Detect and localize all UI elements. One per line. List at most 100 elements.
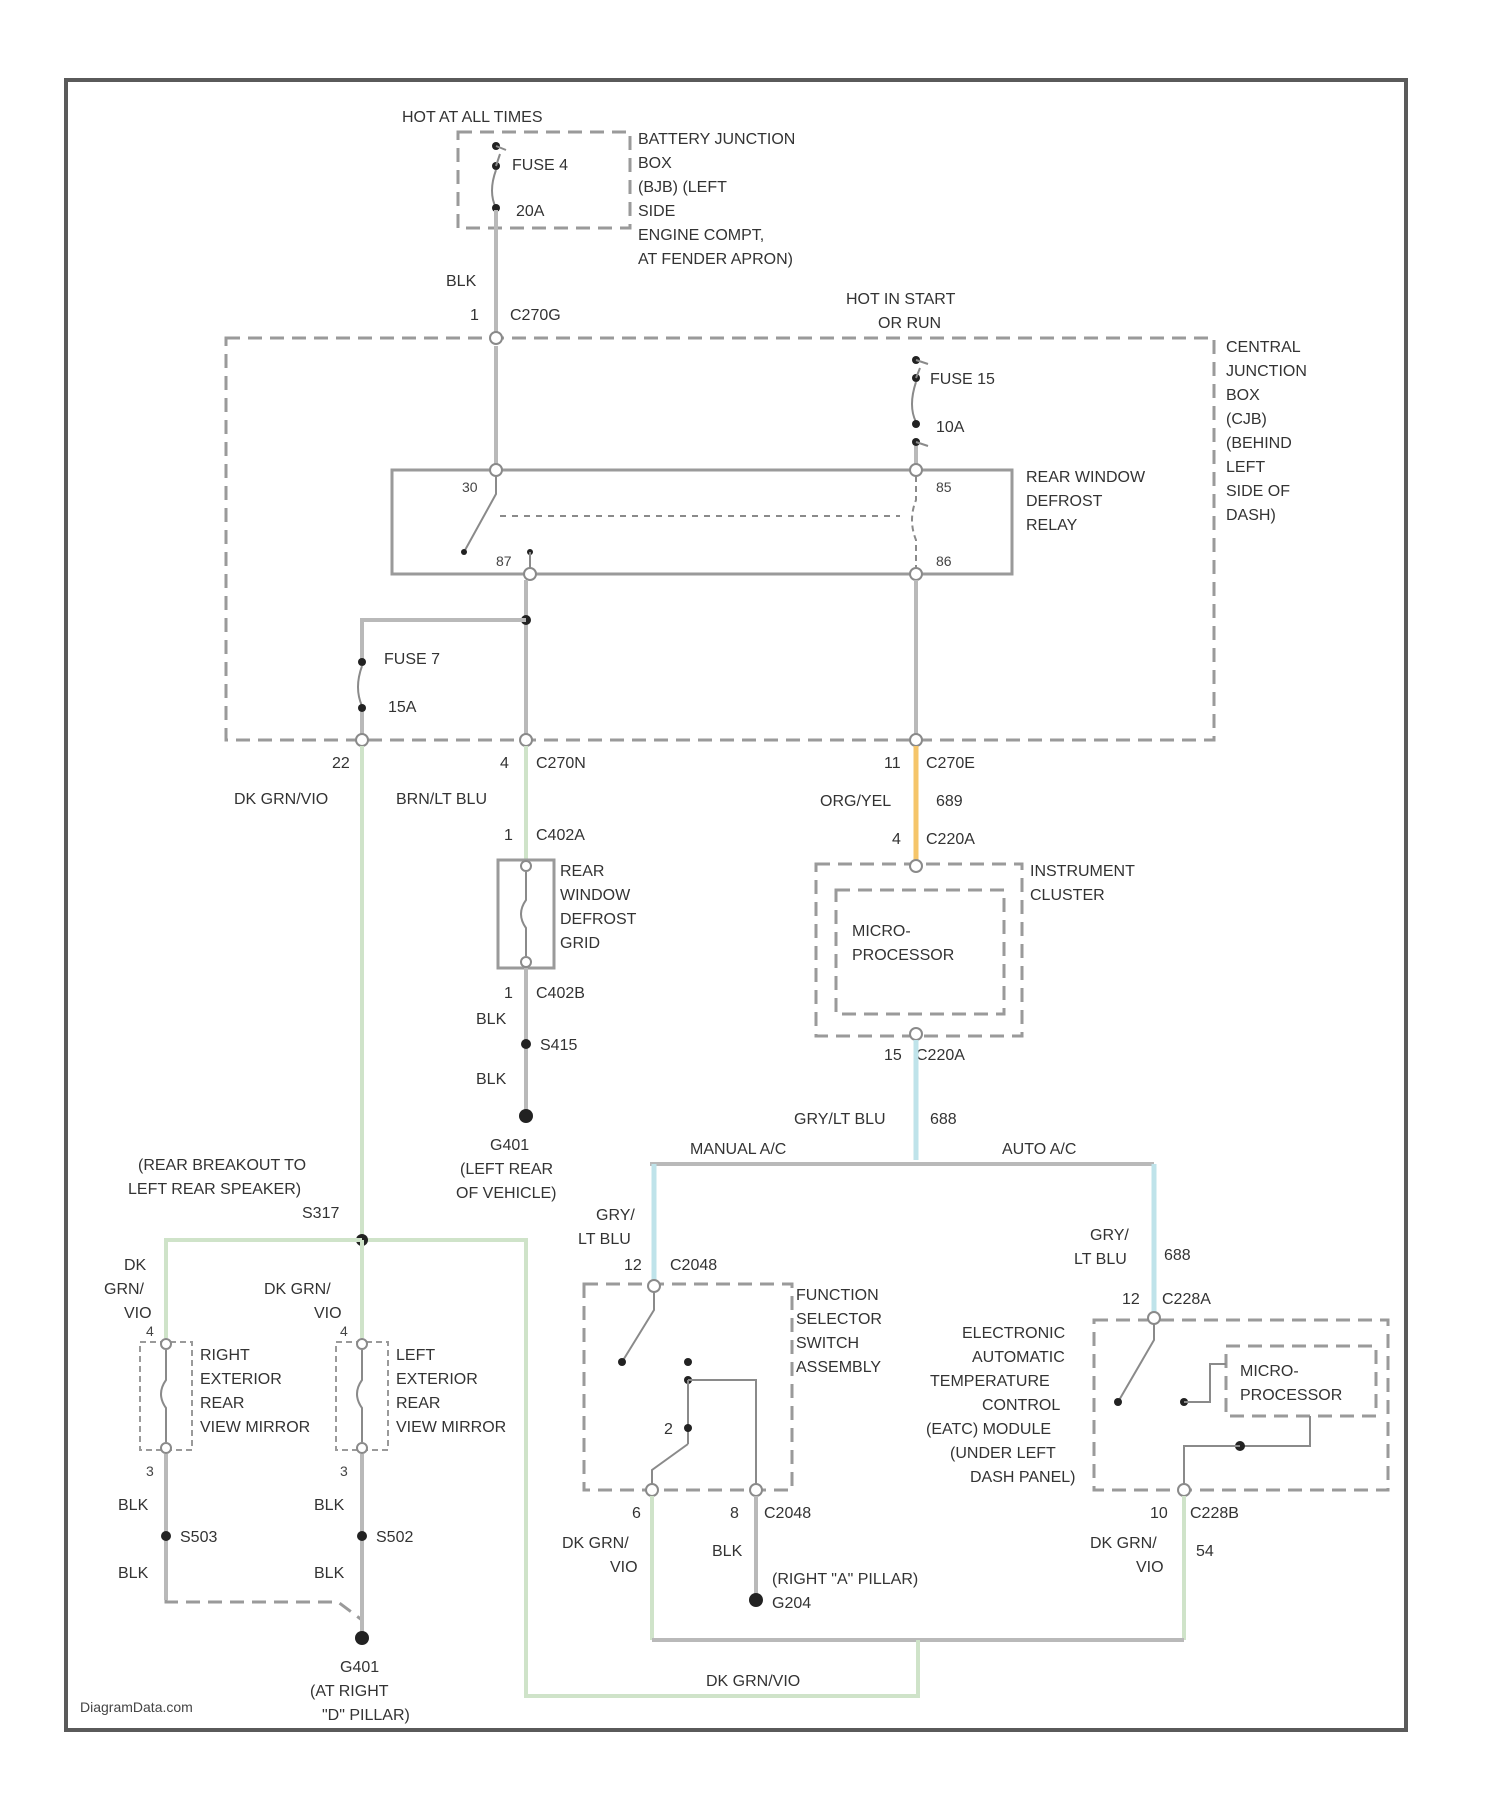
c270n-label: C270N [536,755,586,772]
wire-blk-label: BLK [446,273,477,290]
relay-pin-87: 87 [496,553,512,569]
right-mirror-line-3: REAR [200,1395,244,1412]
fuse-4-label: FUSE 4 [512,157,568,174]
cjb-pin-11 [910,734,922,746]
battery-junction-box: HOT AT ALL TIMES FUSE 4 20A BATTERY JUNC… [402,109,795,268]
eatc-micro-1: MICRO- [1240,1363,1299,1380]
fss-inner-pin: 2 [664,1421,673,1438]
bjb-line-1: BATTERY JUNCTION [638,131,795,148]
cjb-line-4: (CJB) [1226,411,1267,428]
eatc-line-4: CONTROL [982,1397,1060,1414]
right-mirror-line-2: EXTERIOR [200,1371,282,1388]
c402a-pin: 1 [504,827,513,844]
relay-pin-85: 85 [936,479,952,495]
central-junction-box: CENTRAL JUNCTION BOX (CJB) (BEHIND LEFT … [226,338,1307,740]
grid-line-4: GRID [560,935,600,952]
fss-ground-note: (RIGHT "A" PILLAR) [772,1571,918,1588]
rear-window-defrost-grid-branch: BRN/LT BLU 1 C402A REAR WINDOW DEFROST G… [396,746,637,1202]
breakout-line-1: (REAR BREAKOUT TO [138,1157,306,1174]
fss-line-1: FUNCTION [796,1287,879,1304]
right-mirror-wire-3: VIO [124,1305,152,1322]
bjb-line-3: (BJB) (LEFT [638,179,727,196]
grid-line-3: DEFROST [560,911,637,928]
grid-line-1: REAR [560,863,604,880]
cjb-line-2: JUNCTION [1226,363,1307,380]
fuse-7-label: FUSE 7 [384,651,440,668]
cluster-micro-2: PROCESSOR [852,947,954,964]
left-mirror-line-1: LEFT [396,1347,435,1364]
eatc-line-3: TEMPERATURE [930,1373,1050,1390]
ground-g401-mirror: G401 [340,1659,379,1676]
c402b-conn: C402B [536,985,585,1002]
fss-out-pin-a: 6 [632,1505,641,1522]
eatc-out-circuit: 54 [1196,1543,1214,1560]
fss-blk: BLK [712,1543,743,1560]
left-mirror-blk-2: BLK [314,1565,345,1582]
eatc-line-2: AUTOMATIC [972,1349,1065,1366]
hot-in-start-line-2: OR RUN [878,315,941,332]
auto-ac-label: AUTO A/C [1002,1141,1076,1158]
fss-out-wire-1: DK GRN/ [562,1535,629,1552]
cluster-out-circuit: 688 [930,1111,957,1128]
eatc-wire-1: GRY/ [1090,1227,1129,1244]
c270e-label: C270E [926,755,975,772]
relay-pin-30: 30 [462,479,478,495]
eatc-out-conn: C228B [1190,1505,1239,1522]
pin-4-label: 4 [500,755,509,772]
fuse-7: FUSE 7 15A [358,651,440,716]
exterior-mirrors-branch: (REAR BREAKOUT TO LEFT REAR SPEAKER) S31… [104,1157,506,1724]
fuse-15-amp: 10A [936,419,965,436]
hot-at-all-times-label: HOT AT ALL TIMES [402,109,543,126]
right-mirror-wire-1: DK [124,1257,147,1274]
ground-grid-line-1: (LEFT REAR [460,1161,553,1178]
diagram-frame [66,80,1406,1730]
left-mirror-pin-top: 4 [340,1323,348,1339]
c220a-in-conn: C220A [926,831,975,848]
left-mirror-line-3: REAR [396,1395,440,1412]
cjb-pin-22 [356,734,368,746]
cjb-line-8: DASH) [1226,507,1276,524]
c220a-out-pin: 15 [884,1047,902,1064]
fss-out-conn: C2048 [764,1505,811,1522]
eatc-out-wire-2: VIO [1136,1559,1164,1576]
manual-ac-label: MANUAL A/C [690,1141,786,1158]
eatc-out-wire-1: DK GRN/ [1090,1535,1157,1552]
ground-grid-line-2: OF VEHICLE) [456,1185,556,1202]
cjb-line-3: BOX [1226,387,1260,404]
mirror-ground-line-1: (AT RIGHT [310,1683,389,1700]
fss-wire-1: GRY/ [596,1207,635,1224]
pin-22-label: 22 [332,755,350,772]
cluster-micro-1: MICRO- [852,923,911,940]
c270g-connector: C270G [510,307,561,324]
left-mirror-line-4: VIEW MIRROR [396,1419,506,1436]
grid-blk-1: BLK [476,1011,507,1028]
bjb-line-5: ENGINE COMPT, [638,227,764,244]
right-mirror-blk-1: BLK [118,1497,149,1514]
eatc-circuit: 688 [1164,1247,1191,1264]
fss-out-wire-2: VIO [610,1559,638,1576]
fss-in-conn: C2048 [670,1257,717,1274]
right-mirror-pin-top: 4 [146,1323,154,1339]
instrument-cluster-branch: ORG/YEL 689 4 C220A INSTRUMENT CLUSTER M… [794,746,1135,1160]
eatc-line-1: ELECTRONIC [962,1325,1065,1342]
right-mirror-blk-2: BLK [118,1565,149,1582]
eatc-wire-2: LT BLU [1074,1251,1127,1268]
fss-line-2: SELECTOR [796,1311,882,1328]
eatc-in-pin: 12 [1122,1291,1140,1308]
fuse-7-amp: 15A [388,699,417,716]
relay-pin-86: 86 [936,553,952,569]
eatc-out-pin: 10 [1150,1505,1168,1522]
fuse-15-label: FUSE 15 [930,371,995,388]
bjb-line-4: SIDE [638,203,675,220]
breakout-splice: S317 [302,1205,339,1222]
eatc-in-conn: C228A [1162,1291,1211,1308]
right-mirror-line-4: VIEW MIRROR [200,1419,310,1436]
fss-line-4: ASSEMBLY [796,1359,881,1376]
ground-g204: G204 [772,1595,811,1612]
cjb-pin-4 [520,734,532,746]
left-mirror-blk-1: BLK [314,1497,345,1514]
fss-in-pin: 12 [624,1257,642,1274]
fuse-15: FUSE 15 10A [912,356,995,446]
left-mirror-pin-bot: 3 [340,1463,348,1479]
